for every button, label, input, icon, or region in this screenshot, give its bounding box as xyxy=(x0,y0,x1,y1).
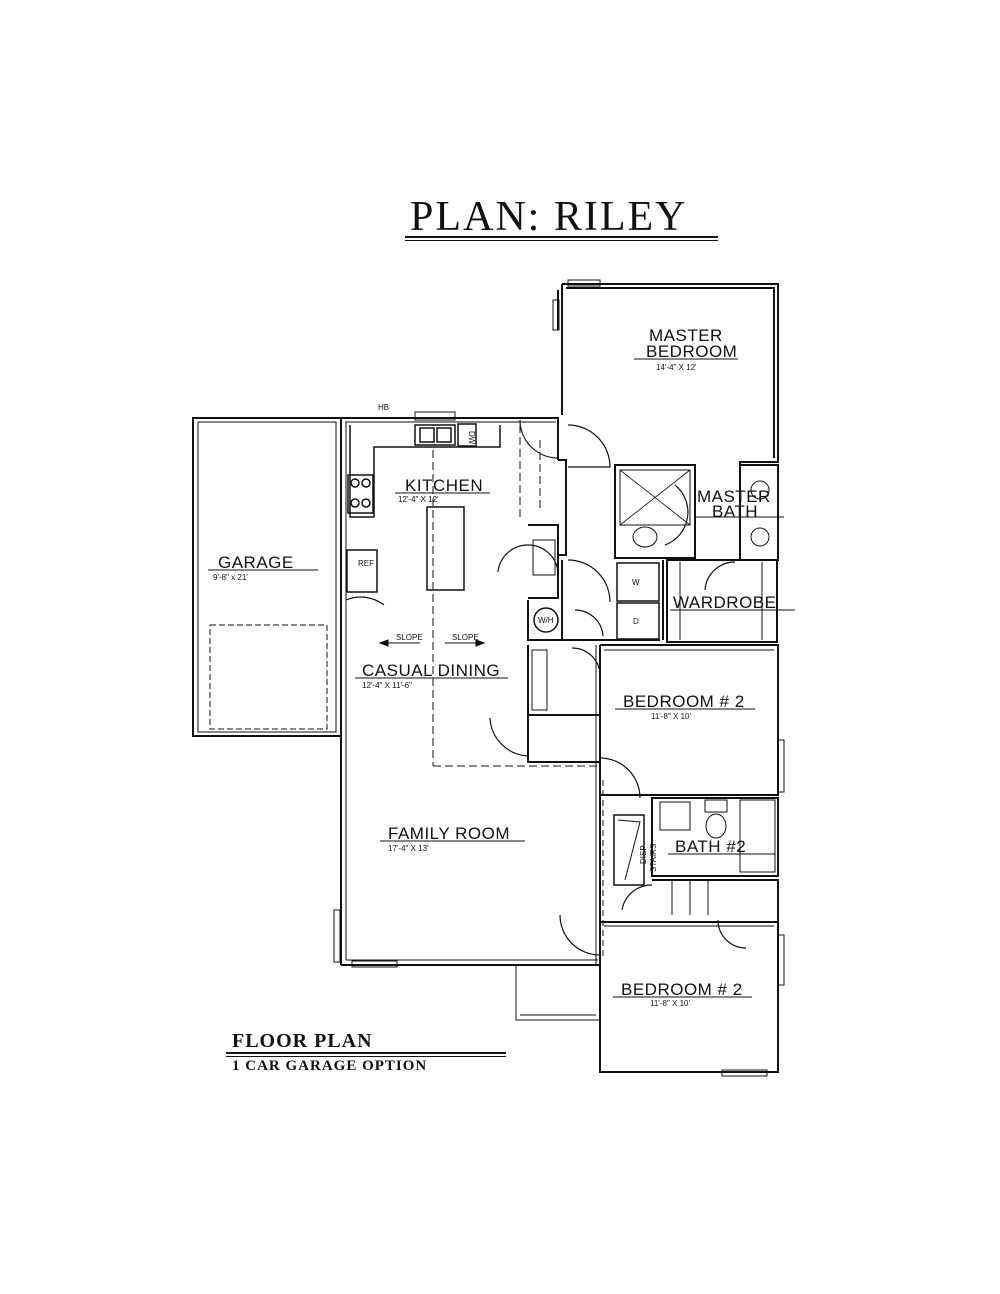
window xyxy=(333,909,341,963)
toilet xyxy=(705,813,727,839)
kitchen-dim: 12'-4" X 12' xyxy=(398,495,439,504)
shower xyxy=(619,469,691,526)
window xyxy=(721,1069,768,1077)
title-underline-thin xyxy=(405,240,718,241)
garage-name: GARAGE xyxy=(218,553,294,572)
window xyxy=(351,960,398,968)
title-underline xyxy=(405,236,718,238)
garage-door xyxy=(209,624,328,730)
bedroom-lower-dim: 11'-8" X 10' xyxy=(650,999,690,1008)
ref-label: REF xyxy=(358,559,374,568)
garage-dim: 9'-8" x 21' xyxy=(213,573,248,582)
master-bedroom-label: MASTER BEDROOM 14'-4" X 12' xyxy=(634,326,738,372)
hose-bib-label: HB xyxy=(378,403,389,412)
bathtub xyxy=(739,799,776,873)
family-room-name: FAMILY ROOM xyxy=(388,824,510,843)
washer-label: W xyxy=(632,578,640,587)
window xyxy=(777,739,785,793)
window xyxy=(567,279,601,287)
kitchen-island xyxy=(426,506,465,591)
bedroom-upper-dim: 11'-8" X 10' xyxy=(651,712,691,721)
wardrobe-label: WARDROBE xyxy=(673,593,777,612)
floor-plan-caption: FLOOR PLAN xyxy=(232,1030,373,1052)
disappearing-stairs xyxy=(613,814,645,886)
bedroom-upper-name: BEDROOM # 2 xyxy=(623,692,745,711)
floor-plan-subtitle: 1 CAR GARAGE OPTION xyxy=(232,1058,428,1074)
caption-underline xyxy=(226,1052,506,1054)
dryer-label: D xyxy=(633,617,639,626)
master-bedroom-name-2: BEDROOM xyxy=(646,342,737,361)
washer xyxy=(616,562,660,602)
water-heater xyxy=(533,607,559,633)
slope-label-left: SLOPE xyxy=(396,633,423,642)
garage-label: GARAGE 9'-8" x 21' xyxy=(208,553,318,582)
family-room-label: FAMILY ROOM 17'-4" X 13' xyxy=(380,824,525,853)
water-heater-label: W/H xyxy=(538,616,554,625)
casual-dining-label: CASUAL DINING 12'-4" X 11'-6" xyxy=(355,661,508,690)
kitchen-name: KITCHEN xyxy=(405,476,483,495)
interior-walls xyxy=(527,459,795,1077)
plan-title: PLAN: RILEY xyxy=(410,194,688,240)
master-bedroom-name-1: MASTER xyxy=(649,326,723,345)
stairs-label-1: DISP xyxy=(639,845,648,864)
window xyxy=(414,411,456,421)
refrigerator xyxy=(346,549,378,593)
bedroom-lower-name: BEDROOM # 2 xyxy=(621,980,743,999)
master-bath-name-2: BATH xyxy=(712,502,758,521)
casual-dining-dim: 12'-4" X 11'-6" xyxy=(362,681,412,690)
wardrobe-name: WARDROBE xyxy=(673,593,777,612)
slope-label-right: SLOPE xyxy=(452,633,479,642)
casual-dining-name: CASUAL DINING xyxy=(362,661,500,680)
sink xyxy=(750,527,770,547)
window xyxy=(552,299,560,331)
bedroom-lower-label: BEDROOM # 2 11'-8" X 10' xyxy=(613,980,752,1008)
master-bedroom-dim: 14'-4" X 12' xyxy=(656,363,697,372)
main-house-walls xyxy=(340,417,600,1021)
kitchen-label: KITCHEN 12'-4" X 12' xyxy=(395,476,490,504)
master-bath-name-1: MASTER xyxy=(697,487,771,506)
stairs-label-2: STAIRS xyxy=(649,844,658,872)
door-swings xyxy=(345,419,747,956)
dw-label: DW xyxy=(467,431,476,445)
master-bath-label: MASTER BATH xyxy=(697,487,771,521)
bath2-label: BATH #2 xyxy=(668,837,775,856)
dryer xyxy=(616,602,660,640)
family-room-dim: 17'-4" X 13' xyxy=(388,844,429,853)
toilet xyxy=(632,526,658,548)
kitchen-counters xyxy=(346,423,501,593)
master-bedroom-walls xyxy=(557,283,779,465)
sink xyxy=(750,480,770,500)
caption-underline-thin xyxy=(226,1056,506,1057)
bedroom-upper-label: BEDROOM # 2 11'-8" X 10' xyxy=(615,692,755,721)
window xyxy=(777,934,785,986)
bath2-name: BATH #2 xyxy=(675,837,746,856)
